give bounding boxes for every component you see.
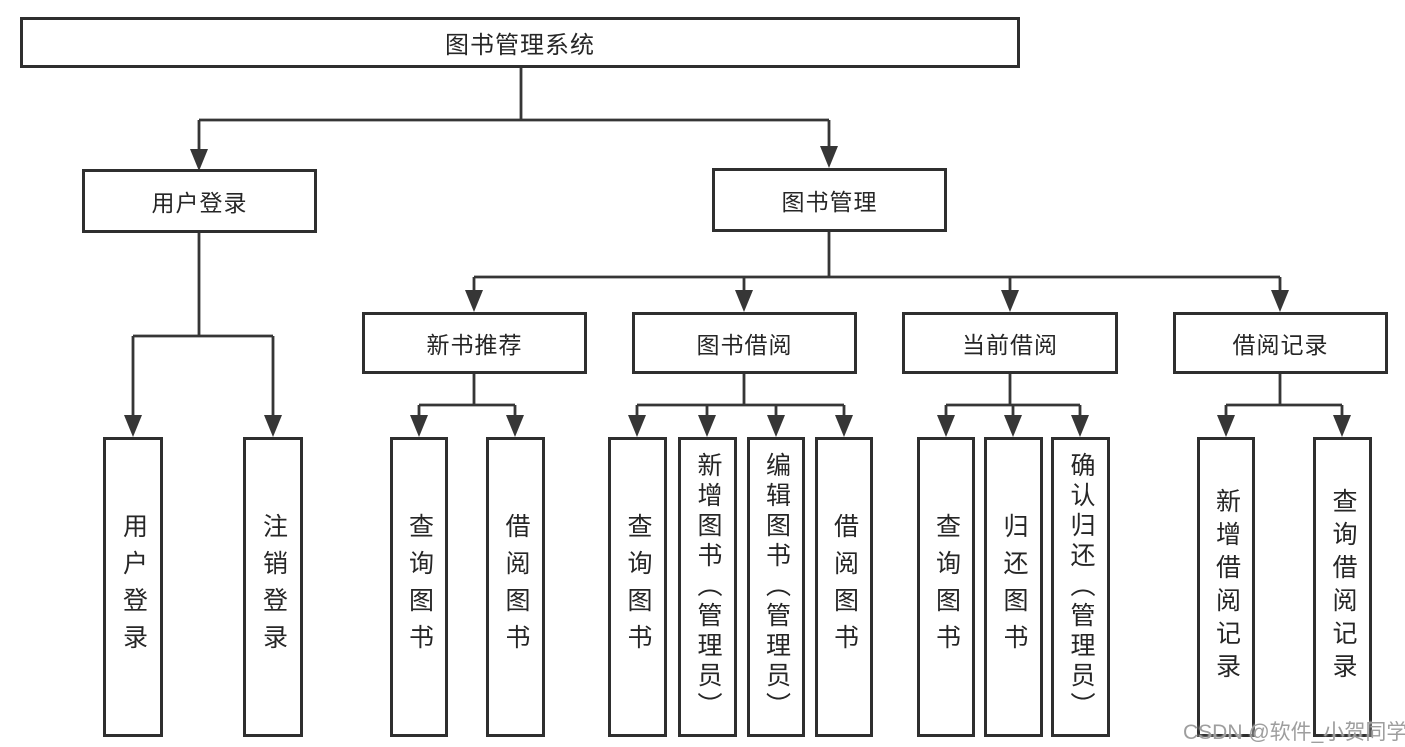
node-label: 图书管理 bbox=[781, 189, 878, 215]
node-label: 确认归还（管理员） bbox=[1067, 452, 1095, 722]
node-label: 当前借阅 bbox=[962, 332, 1058, 358]
node-label: 注销登录 bbox=[259, 513, 288, 661]
leaf-edit-books-admin: 编辑图书（管理员） bbox=[747, 437, 805, 737]
node-label: 图书管理系统 bbox=[445, 32, 595, 59]
node-label: 编辑图书（管理员） bbox=[762, 452, 791, 722]
node-label: 查询借阅记录 bbox=[1329, 488, 1357, 686]
node-label: 借阅图书 bbox=[830, 513, 859, 661]
leaf-borrow-books-recommend: 借阅图书 bbox=[486, 437, 545, 737]
leaf-query-books-current: 查询图书 bbox=[917, 437, 975, 737]
arrowheads bbox=[124, 146, 1351, 437]
node-label: 查询图书 bbox=[932, 513, 961, 661]
leaf-return-books: 归还图书 bbox=[984, 437, 1043, 737]
leaf-add-books-admin: 新增图书（管理员） bbox=[678, 437, 737, 737]
node-label: 用户登录 bbox=[119, 513, 148, 661]
node-new-book-recommendation: 新书推荐 bbox=[362, 312, 587, 374]
node-label: 借阅图书 bbox=[502, 513, 530, 661]
csdn-watermark: CSDN @软件_小贺同学 bbox=[1183, 721, 1405, 744]
node-label: 查询图书 bbox=[405, 513, 434, 661]
node-borrowing-records: 借阅记录 bbox=[1173, 312, 1388, 374]
node-current-borrowing: 当前借阅 bbox=[902, 312, 1118, 374]
node-label: 新增图书（管理员） bbox=[694, 452, 722, 722]
node-label: 新书推荐 bbox=[426, 332, 523, 358]
node-book-borrowing: 图书借阅 bbox=[632, 312, 857, 374]
node-book-management: 图书管理 bbox=[712, 168, 947, 232]
node-label: 新增借阅记录 bbox=[1212, 488, 1241, 686]
node-label: 查询图书 bbox=[624, 513, 652, 661]
node-label: 归还图书 bbox=[1000, 513, 1028, 661]
node-label: 借阅记录 bbox=[1232, 332, 1329, 358]
leaf-query-borrow-record: 查询借阅记录 bbox=[1313, 437, 1372, 737]
node-user-login: 用户登录 bbox=[82, 169, 317, 233]
node-library-management-system: 图书管理系统 bbox=[20, 17, 1020, 68]
leaf-borrow-books: 借阅图书 bbox=[815, 437, 873, 737]
leaf-logout-login: 注销登录 bbox=[243, 437, 303, 737]
node-label: 图书借阅 bbox=[696, 332, 793, 358]
connector-paths bbox=[131, 66, 1344, 418]
leaf-query-books-recommend: 查询图书 bbox=[390, 437, 448, 737]
node-label: 用户登录 bbox=[151, 190, 248, 216]
leaf-user-login: 用户登录 bbox=[103, 437, 163, 737]
leaf-confirm-return-admin: 确认归还（管理员） bbox=[1051, 437, 1110, 737]
leaf-query-books-borrow: 查询图书 bbox=[608, 437, 667, 737]
leaf-add-borrow-record: 新增借阅记录 bbox=[1197, 437, 1255, 737]
